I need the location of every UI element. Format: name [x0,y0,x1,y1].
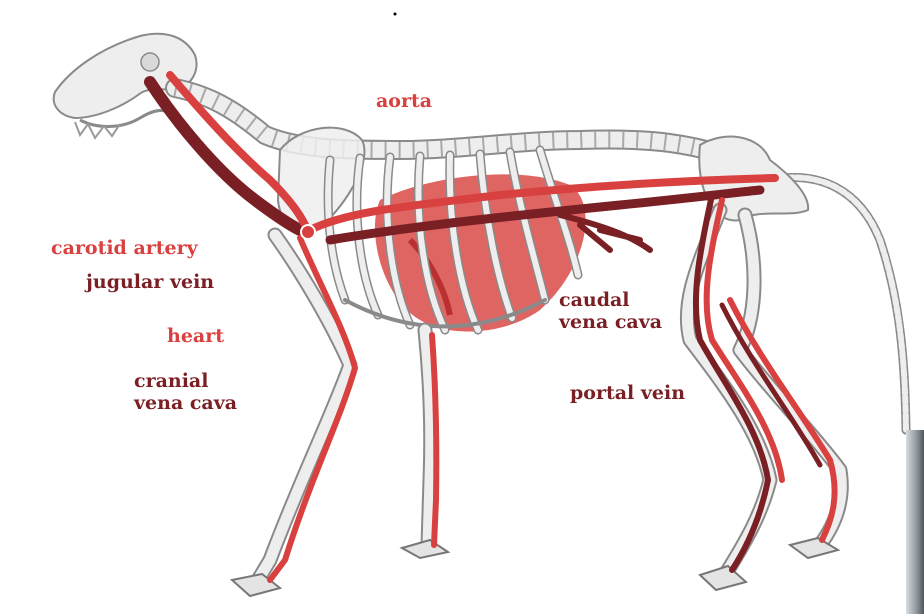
label-portal-vein: portal vein [570,382,686,404]
label-caudal-vena-cava-line1: caudal [559,289,630,311]
vessels [144,71,838,583]
caudal-vena-cava-vessel [325,185,765,245]
label-caudal-vena-cava: caudal vena cava [559,289,662,333]
tail-bones [765,173,911,435]
label-cranial-vena-cava-line2: vena cava [134,392,238,414]
skull [52,32,198,140]
label-caudal-vena-cava-line2: vena cava [559,311,663,333]
label-carotid-artery: carotid artery [51,237,198,259]
jugular-vein-vessel [144,76,306,236]
label-cranial-vena-cava: cranial vena cava [134,370,237,414]
label-cranial-vena-cava-line1: cranial [134,370,209,392]
carotid-artery-vessel [166,71,309,229]
label-aorta: aorta [376,90,433,112]
aorta-vessel [306,174,779,234]
corner-panel-edge [906,430,924,614]
label-jugular-vein: jugular vein [86,271,215,293]
label-heart: heart [167,325,224,347]
ribcage [323,145,583,335]
portal-vein-vessel [557,212,653,253]
